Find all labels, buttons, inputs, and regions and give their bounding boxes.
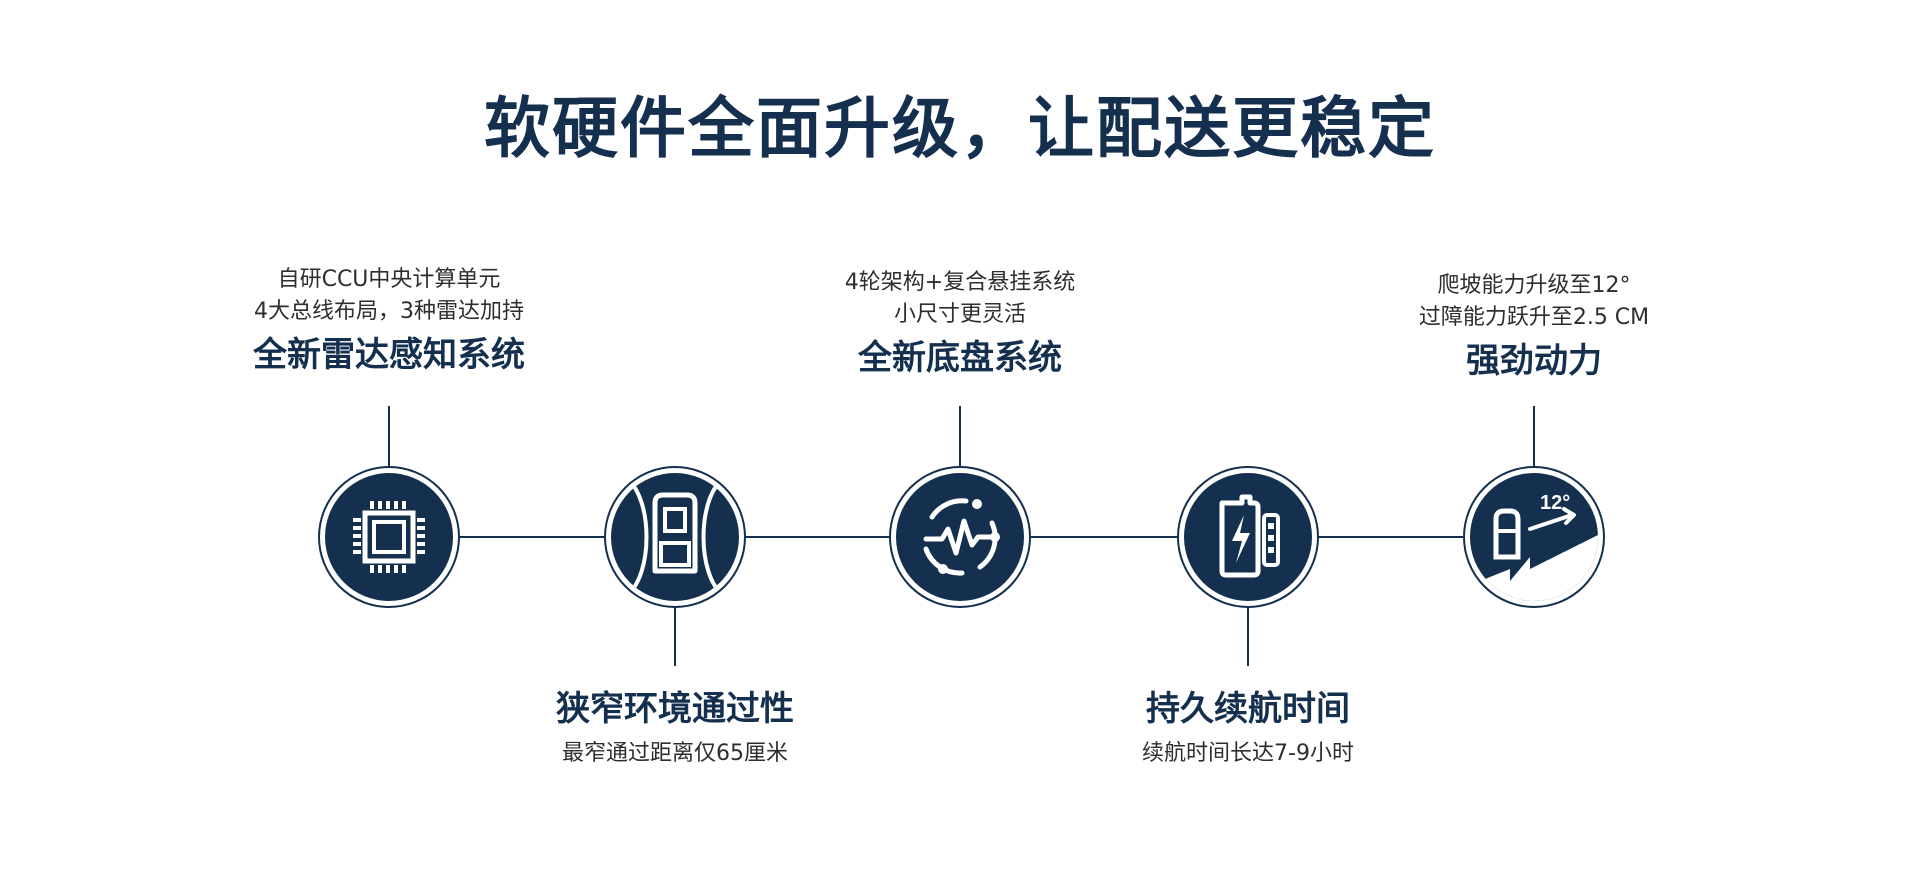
feature-description: 4轮架构+复合悬挂系统 bbox=[844, 270, 1076, 295]
feature-description: 过障能力跃升至2.5 CM bbox=[1418, 305, 1650, 330]
timeline-connector bbox=[459, 536, 605, 538]
stem-line bbox=[959, 406, 961, 466]
feature-description: 自研CCU中央计算单元 bbox=[277, 267, 501, 292]
feature-description: 续航时间长达7-9小时 bbox=[1142, 741, 1354, 766]
feature-description: 最窄通过距离仅65厘米 bbox=[562, 741, 788, 766]
feature-battery-text: 持久续航时间 续航时间长达7-9小时 bbox=[1028, 686, 1468, 770]
feature-narrow-circle bbox=[604, 466, 746, 608]
feature-chassis-text: 4轮架构+复合悬挂系统 小尺寸更灵活 全新底盘系统 bbox=[740, 267, 1180, 381]
chip-icon bbox=[353, 501, 425, 573]
stem-line bbox=[388, 406, 390, 466]
timeline-connector bbox=[1031, 536, 1179, 538]
slope-climb-icon: 12° bbox=[1470, 492, 1598, 601]
feature-power-circle: 12° bbox=[1463, 466, 1605, 608]
narrow-passage-icon bbox=[625, 477, 725, 597]
feature-radar-circle bbox=[318, 466, 460, 608]
feature-title: 全新雷达感知系统 bbox=[253, 335, 525, 375]
timeline-connector bbox=[1317, 536, 1465, 538]
feature-chassis-circle bbox=[889, 466, 1031, 608]
timeline-connector bbox=[745, 536, 889, 538]
feature-description: 爬坡能力升级至12° bbox=[1437, 273, 1631, 298]
feature-title: 全新底盘系统 bbox=[858, 338, 1062, 378]
feature-title: 狭窄环境通过性 bbox=[556, 689, 794, 729]
slope-angle-label: 12° bbox=[1540, 492, 1570, 514]
feature-title: 持久续航时间 bbox=[1146, 689, 1350, 729]
feature-description: 小尺寸更灵活 bbox=[893, 302, 1026, 327]
feature-narrow-text: 狭窄环境通过性 最窄通过距离仅65厘米 bbox=[455, 686, 895, 770]
feature-description: 4大总线布局，3种雷达加持 bbox=[254, 299, 524, 324]
feature-title: 强劲动力 bbox=[1466, 341, 1602, 381]
suspension-pulse-icon bbox=[923, 498, 1000, 576]
stem-line bbox=[1247, 607, 1249, 666]
feature-radar-text: 自研CCU中央计算单元 4大总线布局，3种雷达加持 全新雷达感知系统 bbox=[169, 264, 609, 378]
page-title: 软硬件全面升级，让配送更稳定 bbox=[484, 90, 1436, 167]
feature-battery-circle bbox=[1177, 466, 1319, 608]
stem-line bbox=[674, 607, 676, 666]
battery-icon bbox=[1219, 494, 1280, 578]
feature-power-text: 爬坡能力升级至12° 过障能力跃升至2.5 CM 强劲动力 bbox=[1314, 270, 1754, 384]
stem-line bbox=[1533, 406, 1535, 466]
